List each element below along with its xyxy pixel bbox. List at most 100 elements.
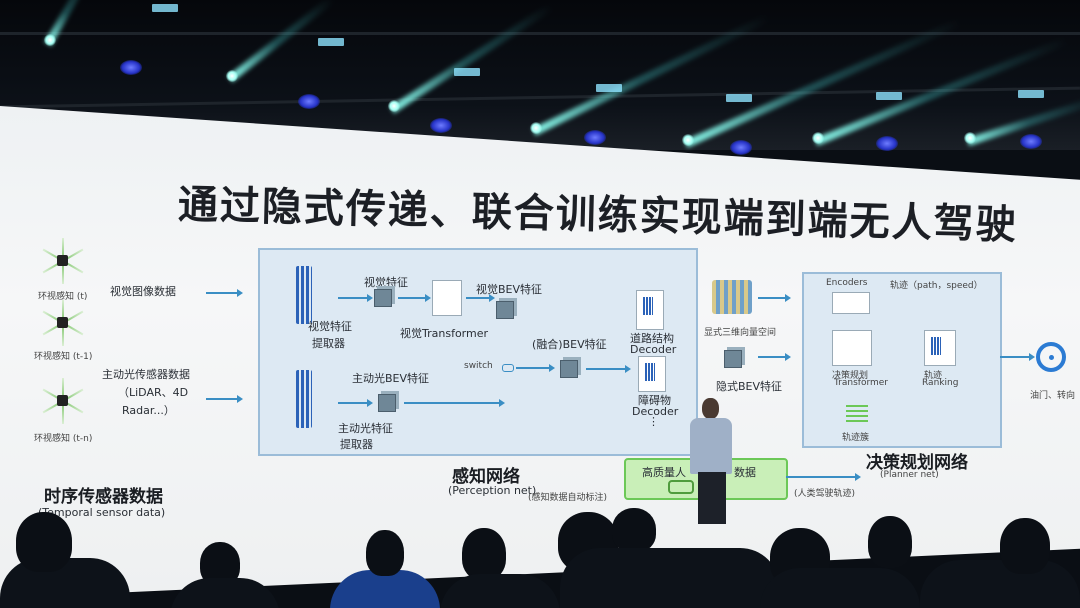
planner-net-title: 决策规划网络 xyxy=(866,453,968,473)
obstacle-decoder-icon xyxy=(638,356,666,392)
road-decoder-label: 道路结构 xyxy=(630,332,674,345)
road-decoder-label: Decoder xyxy=(630,343,677,356)
spotlight xyxy=(682,134,694,146)
arrow xyxy=(206,395,243,403)
temporal-sensor-subtitle: (Temporal sensor data) xyxy=(38,506,166,519)
perception-net-box xyxy=(258,248,698,456)
stage-light xyxy=(1020,134,1042,149)
active-bev-label: 主动光BEV特征 xyxy=(352,372,430,385)
arrow xyxy=(758,294,791,302)
stage-light xyxy=(120,60,142,75)
camera-sensor-icon xyxy=(40,300,86,346)
visual-encoder-icon xyxy=(296,266,312,324)
steering-wheel-icon xyxy=(1036,342,1066,372)
visual-data-label: 视觉图像数据 xyxy=(110,285,176,298)
encoders-icon xyxy=(832,292,870,314)
stage-light xyxy=(876,136,898,151)
arrow xyxy=(466,294,495,302)
camera-sensor-icon xyxy=(40,238,86,284)
camera-sensor-icon xyxy=(40,378,86,424)
ceiling-panel xyxy=(1018,90,1044,98)
arrow xyxy=(516,364,555,372)
vector-map-icon xyxy=(712,280,752,314)
ceiling-panel xyxy=(726,94,752,102)
output-label: 油门、转向 xyxy=(1030,391,1076,401)
perception-net-title: 感知网络 xyxy=(452,467,520,487)
visual-extractor-label: 提取器 xyxy=(312,337,345,350)
feature-cube-icon xyxy=(374,289,392,307)
speaker-body xyxy=(690,418,732,474)
stage-light xyxy=(298,94,320,109)
temporal-sensor-title: 时序传感器数据 xyxy=(44,487,163,507)
spotlight xyxy=(44,34,56,46)
human-trajectory-label: (人类驾驶轨迹) xyxy=(794,489,856,499)
spotlight xyxy=(226,70,238,82)
planner-net-subtitle: (Planner net) xyxy=(880,470,939,480)
ceiling-panel xyxy=(318,38,344,46)
implicit-bev-icon xyxy=(724,350,742,368)
visual-bev-label: 视觉BEV特征 xyxy=(476,283,543,296)
hq-data-label: 高质量人 xyxy=(642,466,686,479)
arrow xyxy=(786,473,861,481)
ceiling-panel xyxy=(454,68,480,76)
trajectory-label: 轨迹（path，speed） xyxy=(890,281,983,291)
active-extractor-label: 主动光特征 xyxy=(338,422,393,435)
switch-label: switch xyxy=(464,361,493,371)
arrow xyxy=(398,294,431,302)
active-data-label: 主动光传感器数据 xyxy=(102,368,190,381)
spotlight xyxy=(812,132,824,144)
fused-bev-cube-icon xyxy=(560,360,578,378)
ceiling-panel xyxy=(152,4,178,12)
active-encoder-icon xyxy=(296,370,312,428)
ranking-label: 轨迹 xyxy=(924,371,943,381)
active-extractor-label: 提取器 xyxy=(340,438,373,451)
switch-toggle-icon xyxy=(502,364,514,372)
obstacle-decoder-label: 障碍物 xyxy=(638,394,671,407)
lighting-truss xyxy=(0,32,1080,35)
road-decoder-icon xyxy=(636,290,664,330)
trajectory-cluster-icon xyxy=(846,404,868,422)
transformer-icon xyxy=(432,280,462,316)
spotlight xyxy=(964,132,976,144)
arrow xyxy=(404,399,505,407)
arrow xyxy=(1000,353,1035,361)
speaker-legs xyxy=(698,472,726,524)
bev-cube-icon xyxy=(496,301,514,319)
cluster-label: 轨迹簇 xyxy=(842,433,870,443)
stage-light xyxy=(430,118,452,133)
car-icon xyxy=(668,480,694,494)
active-data-label: （LiDAR、4D xyxy=(118,386,189,399)
decision-label: Transformer xyxy=(834,378,889,388)
visual-feature-label: 视觉特征 xyxy=(364,276,408,289)
obstacle-decoder-label: Decoder xyxy=(632,405,679,418)
sensor-label-t: 环视感知 (t) xyxy=(38,292,88,302)
encoders-label: Encoders xyxy=(826,278,868,288)
ranking-label: Ranking xyxy=(922,378,959,388)
arrow xyxy=(586,365,631,373)
speaker-head xyxy=(702,398,719,419)
stage-light xyxy=(730,140,752,155)
fused-bev-label: (融合)BEV特征 xyxy=(532,338,607,351)
active-bev-cube-icon xyxy=(378,394,396,412)
decision-transformer-icon xyxy=(832,330,872,366)
arrow xyxy=(206,289,243,297)
spotlight xyxy=(530,122,542,134)
decision-label: 决策规划 xyxy=(832,371,869,381)
auto-label-note: (感知数据自动标注) xyxy=(528,493,608,503)
spotlight xyxy=(388,100,400,112)
audience xyxy=(0,488,1080,608)
more-decoders-ellipsis: ⋮ xyxy=(648,415,659,428)
arrow xyxy=(338,399,373,407)
ceiling-panel xyxy=(596,84,622,92)
ranking-icon xyxy=(924,330,956,366)
stage-light xyxy=(584,130,606,145)
arrow xyxy=(758,353,791,361)
hq-data-label: 数据 xyxy=(734,466,756,479)
arrow xyxy=(338,294,373,302)
visual-extractor-label: 视觉特征 xyxy=(308,320,352,333)
explicit-space-label: 显式三维向量空间 xyxy=(704,328,777,338)
implicit-bev-label: 隐式BEV特征 xyxy=(716,380,783,393)
active-data-label: Radar...） xyxy=(122,404,175,417)
sensor-label-t1: 环视感知 (t-1) xyxy=(34,352,93,362)
